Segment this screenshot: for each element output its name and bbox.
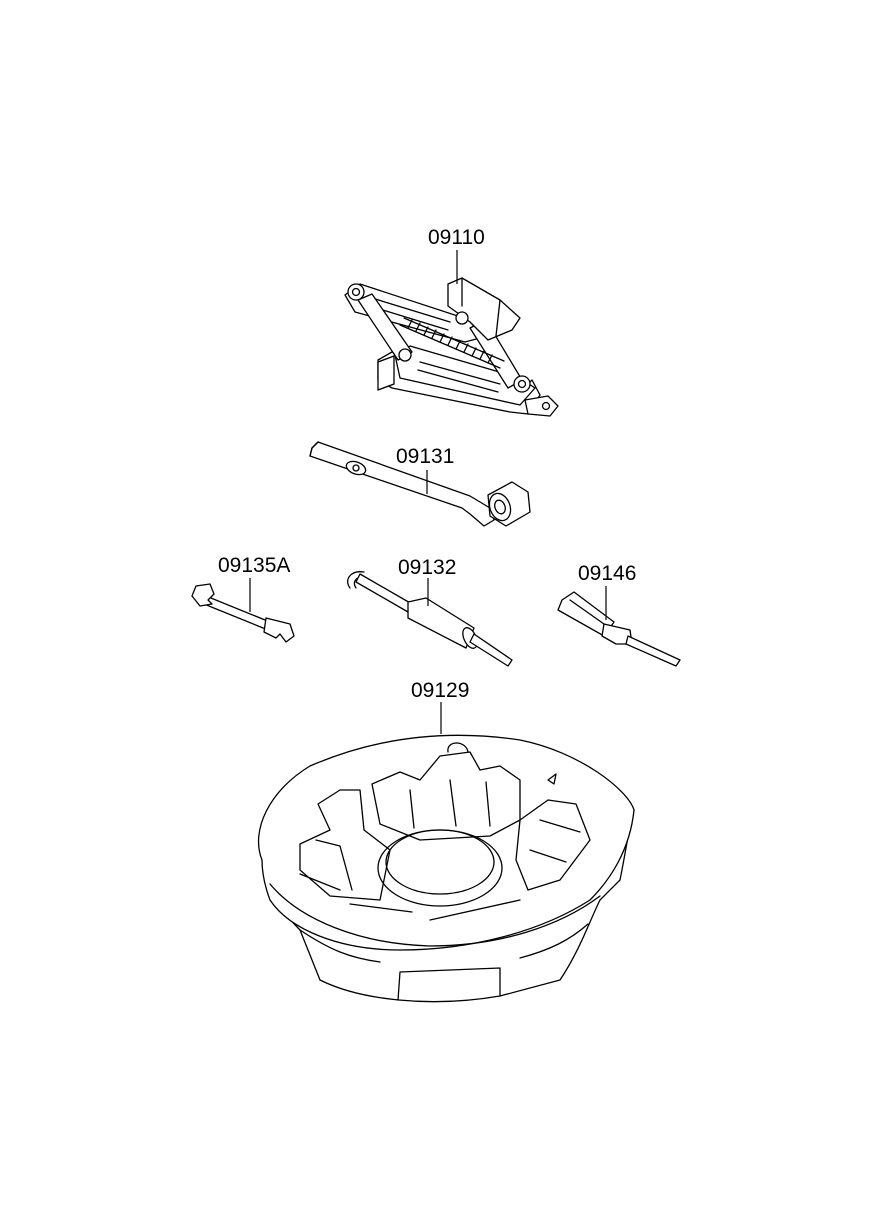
tool-tray-icon[interactable] bbox=[257, 734, 635, 1003]
screwdriver-icon[interactable] bbox=[557, 591, 681, 667]
part-number-09135A[interactable]: 09135A bbox=[218, 554, 290, 577]
hook-rod-icon[interactable] bbox=[347, 571, 513, 667]
jack-handle-icon[interactable] bbox=[309, 441, 531, 527]
part-number-09146[interactable]: 09146 bbox=[578, 562, 636, 585]
part-number-09110[interactable]: 09110 bbox=[428, 226, 485, 249]
part-number-09132[interactable]: 09132 bbox=[398, 556, 456, 579]
part-number-09129[interactable]: 09129 bbox=[411, 679, 469, 702]
part-number-09131[interactable]: 09131 bbox=[396, 445, 454, 468]
scissor-jack-icon[interactable] bbox=[344, 277, 559, 417]
wrench-icon[interactable] bbox=[191, 583, 295, 643]
